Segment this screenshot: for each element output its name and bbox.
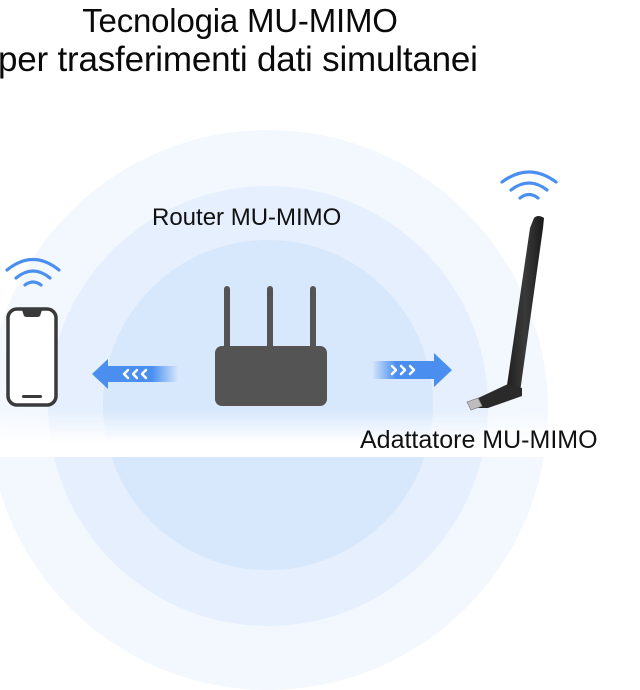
wifi-icon — [500, 170, 558, 200]
adapter-label: Adattatore MU-MIMO — [360, 426, 598, 454]
smartphone-icon — [6, 307, 58, 407]
router-label: Router MU-MIMO — [152, 204, 342, 231]
router-icon — [215, 286, 327, 406]
arrow-left-icon — [92, 359, 178, 389]
wifi-icon — [5, 257, 61, 287]
bottom-fade — [0, 410, 640, 457]
arrow-right-icon — [372, 353, 452, 387]
usb-wifi-adapter-icon — [466, 216, 544, 411]
title-line-2: per trasferimenti dati simultanei — [0, 40, 478, 79]
title-line-1: Tecnologia MU-MIMO — [82, 2, 398, 39]
